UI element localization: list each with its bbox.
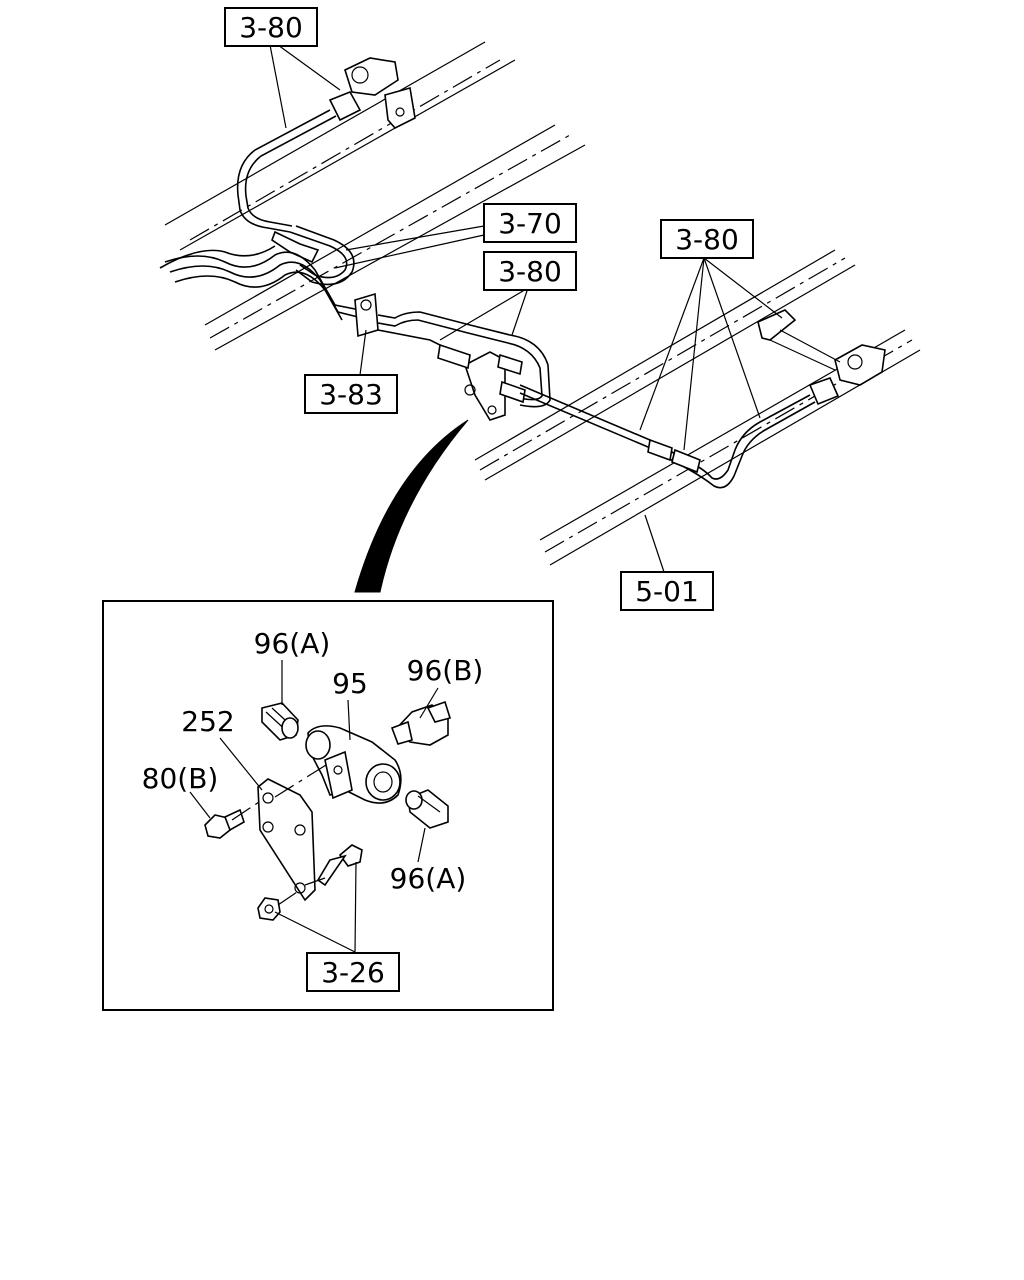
part-label-bracket: 252: [181, 705, 234, 738]
ref-box-junction: 3-80: [483, 251, 577, 291]
detail-pointer-arrow: [354, 419, 469, 593]
part-label-fitting-b: 96(B): [407, 654, 484, 687]
ref-label-fasteners: 3-26: [321, 956, 385, 989]
part-label-fitting-a-top: 96(A): [254, 627, 331, 660]
part-label-bolt: 80(B): [142, 762, 219, 795]
lower-brake-pipe: [519, 384, 816, 489]
detail-assembly-lines: [231, 764, 327, 906]
part-label-fitting-a-bottom: 96(A): [390, 862, 467, 895]
detail-leader-lines: [189, 660, 439, 953]
upper-brake-chamber: [328, 57, 416, 129]
ref-label-top-left: 3-80: [239, 11, 303, 44]
ref-label-frame: 5-01: [635, 575, 699, 608]
detail-bolt-80b: [204, 808, 245, 839]
ref-box-top-left: 3-80: [224, 7, 318, 47]
leader-lines: [269, 44, 783, 573]
frame-rail-right: [474, 249, 921, 566]
detail-fitting-b: [390, 700, 452, 746]
frame-rail-left: [164, 41, 586, 351]
detail-fitting-a-bottom: [405, 789, 449, 829]
upper-brake-pipe: [159, 109, 363, 321]
detail-inset-frame: [102, 600, 554, 1011]
detail-fitting-a-top: [261, 702, 299, 741]
part-label-valve: 95: [332, 667, 368, 700]
ref-label-junction: 3-80: [498, 255, 562, 288]
ref-label-right: 3-80: [675, 223, 739, 256]
pipe-clip: [354, 292, 379, 338]
detail-nut: [257, 897, 281, 921]
right-brake-chamber: [757, 309, 886, 406]
ref-box-clip: 3-83: [304, 374, 398, 414]
pipe-junction: [437, 343, 526, 421]
ref-label-clip: 3-83: [319, 378, 383, 411]
ref-box-fasteners: 3-26: [306, 952, 400, 992]
detail-valve-body: [305, 725, 402, 804]
detail-bracket: [257, 778, 316, 902]
ref-label-pipe-mid: 3-70: [498, 207, 562, 240]
ref-box-frame: 5-01: [620, 571, 714, 611]
ref-box-pipe-mid: 3-70: [483, 203, 577, 243]
ref-box-right: 3-80: [660, 219, 754, 259]
